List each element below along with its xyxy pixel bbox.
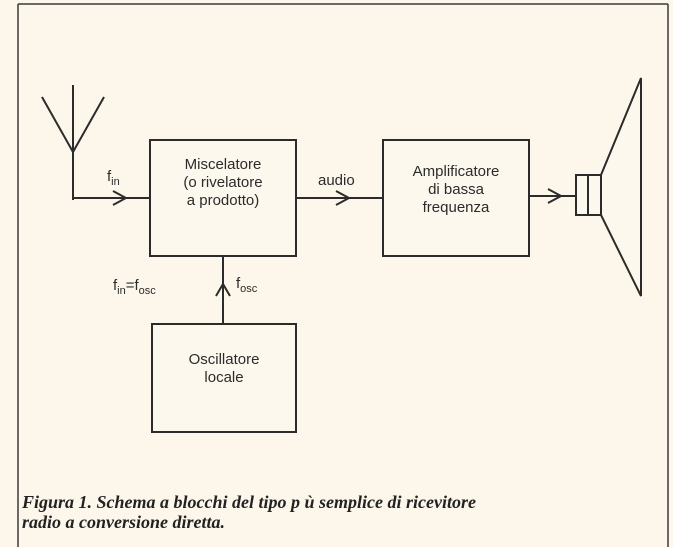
f-in-main: f [107, 168, 112, 185]
f-in-sub: in [111, 176, 120, 188]
oscillator-label: Oscillatore locale [152, 351, 296, 387]
mixer-label: Miscelatore (o rivelatore a prodotto) [150, 156, 296, 210]
antenna-icon [41, 85, 105, 200]
amplifier-label: Amplificatore di bassa frequenza [383, 163, 529, 217]
eq-a: f [113, 277, 118, 294]
output-arrow [547, 188, 564, 204]
mixer-label-line: Miscelatore [184, 156, 262, 173]
f-in-label: fin [107, 168, 120, 188]
amplifier-label-line: di bassa [428, 181, 484, 198]
audio-arrow [335, 190, 352, 206]
amplifier-block [382, 139, 530, 257]
audio-label: audio [318, 172, 355, 189]
mixer-label-line: a prodotto) [186, 192, 260, 209]
eq-b: f [134, 277, 139, 294]
equation-label: fin=fosc [113, 277, 156, 297]
eq-sign: = [125, 277, 135, 294]
f-osc-label: fosc [236, 275, 258, 295]
oscillator-label-line: locale [204, 369, 244, 386]
f-osc-sub: osc [240, 283, 258, 295]
f-osc-main: f [236, 275, 241, 292]
mixer-label-line: (o rivelatore [183, 174, 263, 191]
amplifier-label-line: Amplificatore [412, 163, 500, 180]
caption-line-2: radio a conversione diretta. [22, 512, 225, 532]
oscillator-label-line: Oscillatore [188, 351, 260, 368]
amplifier-label-line: frequenza [422, 199, 490, 216]
caption-line-1: Figura 1. Schema a blocchi del tipo p ù … [22, 492, 476, 512]
input-arrow [112, 190, 129, 206]
osc-arrow [215, 282, 231, 297]
figure-caption: Figura 1. Schema a blocchi del tipo p ù … [22, 492, 667, 532]
eq-a-sub: in [117, 285, 126, 297]
eq-b-sub: osc [138, 285, 156, 297]
speaker-icon [575, 77, 642, 297]
